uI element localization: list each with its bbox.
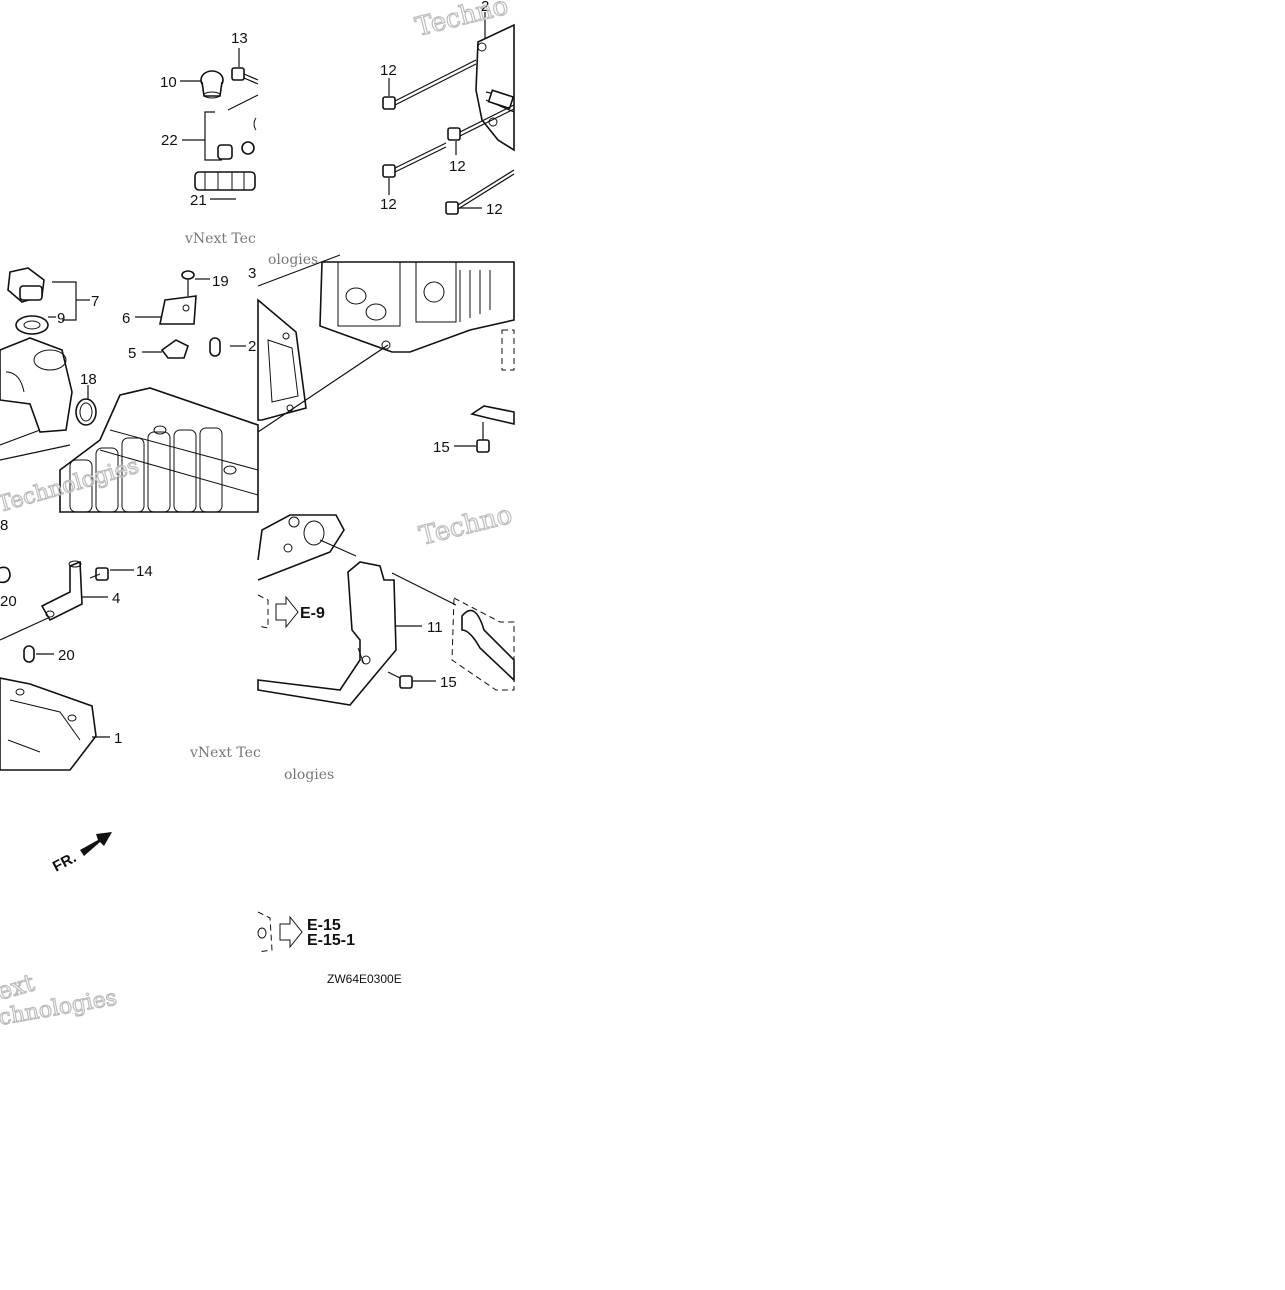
reference-arrow-e15[interactable] (279, 915, 303, 949)
callout-6[interactable]: 6 (122, 310, 130, 327)
part-head-assembly[interactable] (319, 261, 515, 353)
callout-14[interactable]: 14 (136, 563, 153, 580)
part-11-shroud[interactable] (257, 561, 397, 706)
callout-7[interactable]: 7 (91, 293, 99, 310)
part-15-bolt-b[interactable] (387, 671, 413, 689)
callout-1[interactable]: 1 (114, 730, 122, 747)
callout-9[interactable]: 9 (57, 310, 65, 327)
callout-20-c[interactable]: 2 (248, 338, 256, 355)
watermark-3: ologies (268, 252, 318, 268)
part-6-plate[interactable] (159, 295, 197, 325)
callout-12-a[interactable]: 12 (380, 62, 397, 79)
part-13-bolt[interactable] (231, 67, 259, 85)
part-14-bolt[interactable] (89, 567, 109, 581)
tile-middle-middle: 15 ologies (257, 252, 515, 456)
front-label: FR. (50, 849, 79, 875)
callout-18[interactable]: 18 (80, 371, 97, 388)
part-3-gasket[interactable] (257, 298, 307, 421)
callout-11[interactable]: 11 (427, 619, 443, 636)
callout-12-b[interactable]: 12 (449, 158, 466, 175)
callout-19[interactable]: 19 (212, 273, 229, 290)
part-7-breather-cap[interactable] (7, 267, 45, 303)
part-12-bolt-b[interactable] (447, 104, 515, 141)
part-22-nut[interactable] (217, 117, 257, 160)
part-20-dowel[interactable] (209, 337, 221, 357)
part-21-spark-plug[interactable] (194, 171, 256, 191)
part-5-guide[interactable] (160, 339, 189, 359)
part-2-head-cover[interactable] (475, 23, 515, 152)
part-blower-housing[interactable] (257, 514, 345, 581)
callout-5[interactable]: 5 (128, 345, 136, 362)
part-18-o-ring[interactable] (75, 398, 97, 426)
callout-15-a[interactable]: 15 (433, 439, 450, 456)
tile-bottom-footer: FR. E-15 E-15-1 ZW64E0300E ext chnologie… (0, 832, 402, 1032)
part-19-screw[interactable] (181, 270, 195, 296)
callout-10[interactable]: 10 (160, 74, 177, 91)
callout-21[interactable]: 21 (190, 192, 207, 209)
tile-top-middle: 12 12 12 12 2 Techno (380, 0, 515, 218)
reference-arrow-e9[interactable] (275, 595, 299, 629)
front-direction-arrow (80, 832, 112, 856)
callout-4[interactable]: 4 (112, 590, 120, 607)
callout-20-a[interactable]: 20 (0, 593, 17, 610)
callout-8[interactable]: 8 (0, 517, 8, 534)
tile-bottom-left: 14 4 20 20 1 8 vNext Tec (0, 517, 261, 771)
part-9-seal-ring[interactable] (15, 315, 49, 335)
part-20-dowel-c[interactable] (23, 645, 35, 663)
tile-top-left: 10 13 22 21 vNext Tec (160, 30, 259, 247)
part-15-bolt-a[interactable] (470, 405, 515, 453)
callout-15-b[interactable]: 15 (440, 674, 457, 691)
part-12-bolt-d[interactable] (445, 169, 515, 215)
watermark-5: Techno (416, 500, 515, 552)
part-20-dowel-b[interactable] (0, 566, 11, 584)
callout-20-b[interactable]: 20 (58, 647, 75, 664)
part-hose[interactable] (461, 609, 515, 682)
part-1-cylinder-block-upper[interactable] (59, 387, 259, 513)
reference-e15-1[interactable]: E-15-1 (307, 932, 355, 949)
callout-22[interactable]: 22 (161, 132, 178, 149)
watermark-6: vNext Tec (189, 745, 261, 761)
callout-12-d[interactable]: 12 (486, 201, 503, 218)
callout-3[interactable]: 3 (248, 265, 256, 282)
part-8-elbow[interactable] (0, 337, 73, 461)
callout-12-c[interactable]: 12 (380, 196, 397, 213)
part-12-bolt-c[interactable] (382, 142, 447, 178)
callout-2-top[interactable]: 2 (481, 0, 489, 15)
part-10-cap[interactable] (200, 70, 224, 99)
diagram-code: ZW64E0300E (327, 972, 402, 986)
part-4-pipe[interactable] (40, 560, 83, 622)
watermark-2: vNext Tec (184, 231, 256, 247)
tile-bottom-middle: E-9 11 15 Techno ologies (257, 499, 516, 783)
part-12-bolt-a[interactable] (382, 59, 477, 110)
part-1-cylinder-block-lower[interactable] (0, 677, 97, 771)
reference-e15[interactable]: E-15 (307, 917, 341, 934)
callout-13[interactable]: 13 (231, 30, 248, 47)
tile-middle-left: 7 9 18 19 6 5 3 2 Technologies (0, 265, 259, 518)
watermark-7: ologies (284, 767, 334, 783)
reference-e9[interactable]: E-9 (300, 605, 325, 622)
